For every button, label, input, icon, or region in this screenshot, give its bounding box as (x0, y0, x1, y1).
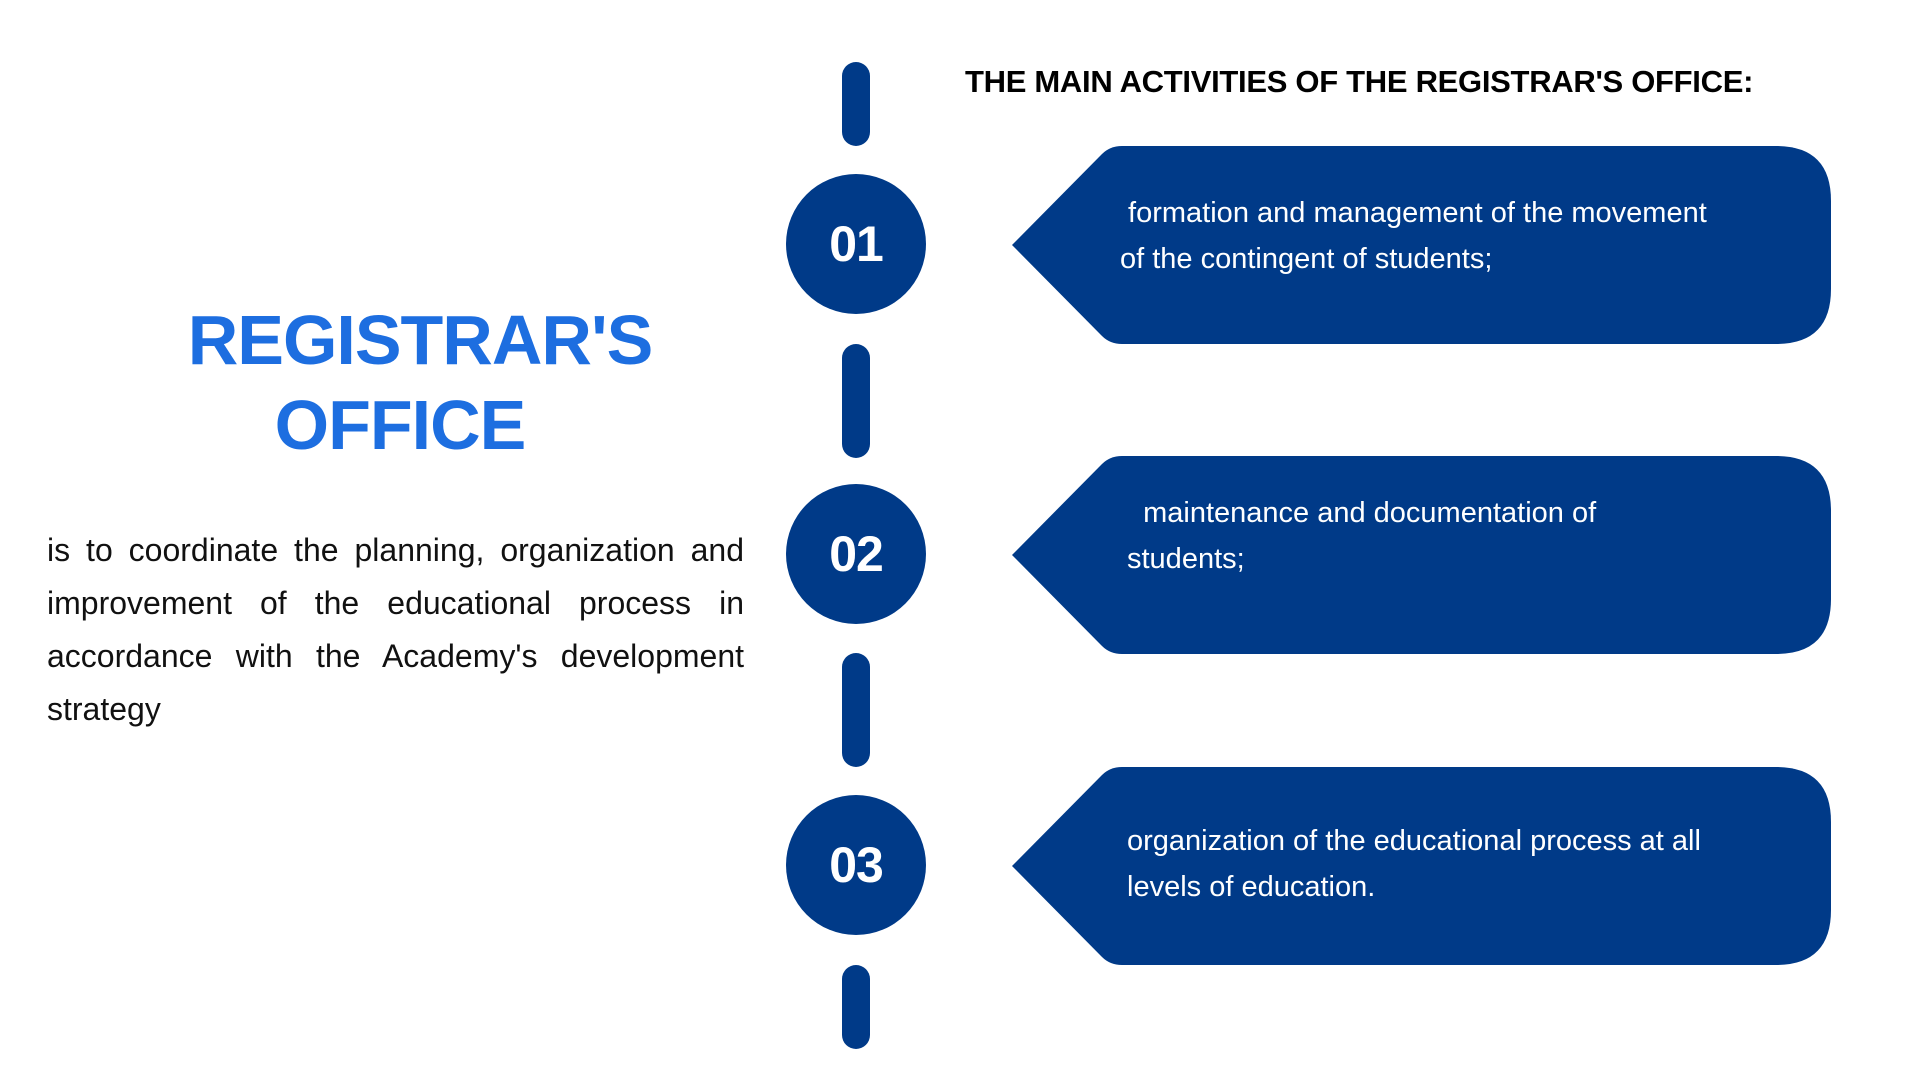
card-shape (1012, 767, 1831, 965)
activity-card-3: organization of the educational process … (1012, 767, 1831, 965)
activity-line: formation and management of the movement (1120, 197, 1707, 229)
timeline-segment (842, 965, 870, 1049)
description-text: is to coordinate the planning, organizat… (47, 532, 744, 727)
activity-card-1: formation and management of the movement… (1012, 146, 1831, 344)
timeline-segment (842, 344, 870, 458)
activity-line: levels of education. (1127, 871, 1376, 903)
activities-heading: THE MAIN ACTIVITIES OF THE REGISTRAR'S O… (965, 64, 1754, 99)
title-line-1: REGISTRAR'S (187, 301, 654, 379)
activity-text: maintenance and documentation of student… (1127, 490, 1596, 582)
card-shape (1012, 456, 1831, 654)
activity-line: organization of the educational process … (1127, 825, 1701, 857)
activity-text: organization of the educational process … (1127, 818, 1701, 910)
title-line-2: OFFICE (274, 386, 527, 464)
activity-line: students; (1127, 543, 1245, 575)
activity-card-2: maintenance and documentation of student… (1012, 456, 1831, 654)
step-badge-02: 02 (786, 484, 926, 624)
card-shape (1012, 146, 1831, 344)
step-badge-03: 03 (786, 795, 926, 935)
activity-text: formation and management of the movement… (1120, 190, 1707, 282)
activity-line: maintenance and documentation of (1127, 497, 1597, 529)
step-badge-01: 01 (786, 174, 926, 314)
timeline-segment (842, 62, 870, 146)
activity-line: of the contingent of students; (1120, 243, 1493, 275)
timeline-segment (842, 653, 870, 767)
